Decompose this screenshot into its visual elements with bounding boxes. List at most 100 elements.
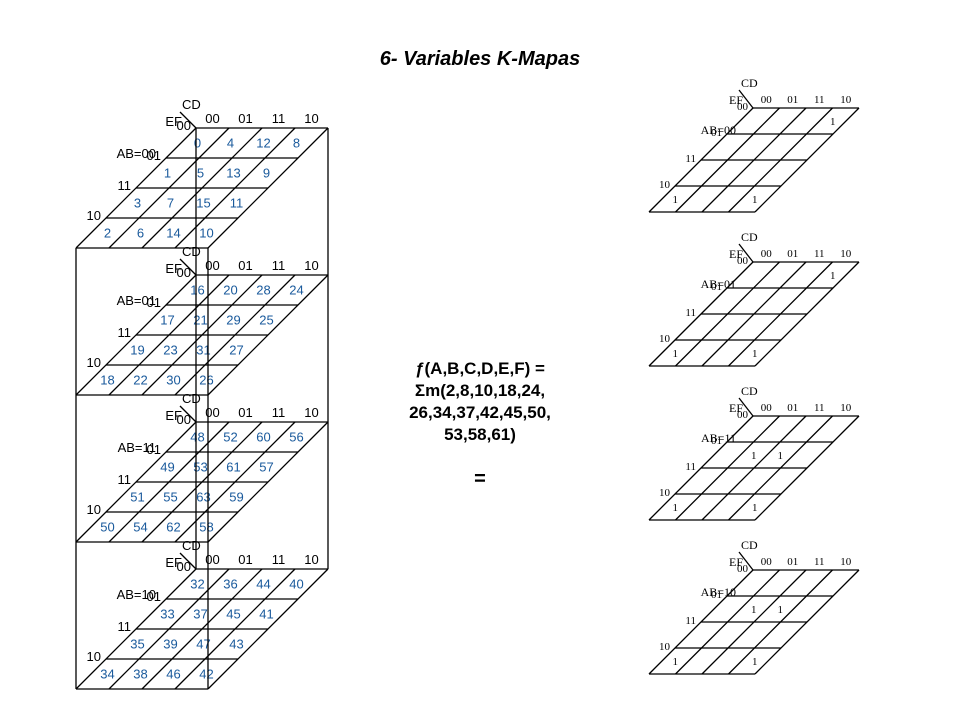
cell-value: 22 [133, 373, 147, 388]
col-code-label: 10 [840, 248, 852, 260]
cell-value: 3 [134, 196, 141, 211]
cell-value: 41 [259, 607, 273, 622]
row-code-label: 00 [737, 563, 749, 575]
col-code-label: 10 [840, 556, 852, 568]
col-code-label: 10 [304, 405, 318, 420]
cell-value: 45 [226, 607, 240, 622]
cell-value: 1 [778, 604, 784, 616]
ef-label: EF [165, 555, 182, 570]
cell-value: 34 [100, 667, 114, 682]
corner-diagonal [179, 111, 197, 129]
cell-value: 21 [193, 313, 207, 328]
cell-value: 2 [104, 226, 111, 241]
cell-value: 36 [223, 577, 237, 592]
row-code-label: 01 [147, 442, 161, 457]
cd-label: CD [182, 391, 201, 406]
corner-diagonal [179, 552, 197, 570]
col-code-label: 11 [272, 258, 286, 273]
grid-col-line [207, 274, 329, 396]
cd-label: CD [182, 244, 201, 259]
grid-col-line [754, 415, 860, 521]
grid-col-line [75, 274, 197, 396]
cell-value: 29 [226, 313, 240, 328]
cd-label: CD [182, 97, 201, 112]
cell-value: 37 [193, 607, 207, 622]
col-code-label: 01 [787, 94, 798, 106]
grid-col-line [108, 274, 230, 396]
grid-col-line [728, 261, 833, 367]
ef-label: EF [165, 408, 182, 423]
grid-col-line [675, 107, 780, 213]
cell-value: 1 [752, 348, 758, 360]
cell-value: 12 [256, 136, 270, 151]
cell-value: 33 [160, 607, 174, 622]
cell-value: 61 [226, 460, 240, 475]
cell-value: 11 [230, 196, 244, 211]
ef-label: EF [729, 401, 743, 415]
col-code-label: 01 [238, 258, 252, 273]
corner-diagonal [179, 405, 197, 423]
cell-value: 39 [163, 637, 177, 652]
grid-col-line [75, 568, 197, 690]
grid-col-line [701, 569, 807, 675]
cell-value: 53 [193, 460, 207, 475]
grid-col-line [75, 127, 197, 249]
col-code-label: 01 [787, 556, 798, 568]
cell-value: 19 [130, 343, 144, 358]
cell-value: 6 [137, 226, 144, 241]
cell-value: 16 [190, 283, 204, 298]
cell-value: 62 [166, 520, 180, 535]
cell-value: 1 [751, 604, 757, 616]
col-code-label: 11 [814, 94, 825, 106]
ab-label: AB=11 [701, 431, 736, 445]
cell-value: 5 [197, 166, 204, 181]
cd-label: CD [182, 538, 201, 553]
cell-value: 43 [229, 637, 243, 652]
col-code-label: 00 [205, 258, 219, 273]
cell-value: 48 [190, 430, 204, 445]
cell-value: 32 [190, 577, 204, 592]
cell-value: 9 [263, 166, 270, 181]
col-code-label: 10 [840, 94, 852, 106]
cell-value: 1 [673, 656, 679, 668]
row-code-label: 00 [177, 265, 191, 280]
page-title: 6- Variables K-Mapas [379, 48, 581, 70]
cell-value: 55 [163, 490, 177, 505]
cell-value: 50 [100, 520, 114, 535]
grid-col-line [108, 127, 230, 249]
row-code-label: 00 [177, 559, 191, 574]
grid-col-line [701, 261, 807, 367]
ef-label: EF [729, 555, 743, 569]
grid-col-line [108, 421, 230, 543]
row-code-label: 01 [711, 589, 722, 601]
row-code-label: 01 [711, 281, 722, 293]
grid-col-line [174, 127, 296, 249]
grid-col-line [728, 569, 833, 675]
row-code-label: 01 [147, 295, 161, 310]
col-code-label: 11 [272, 111, 286, 126]
grid-col-line [754, 569, 860, 675]
row-code-label: 10 [87, 355, 101, 370]
col-code-label: 01 [787, 248, 798, 260]
col-code-label: 11 [814, 402, 825, 414]
cell-value: 42 [199, 667, 213, 682]
ab-label: AB=11 [118, 440, 156, 455]
cell-value: 47 [196, 637, 210, 652]
row-code-label: 11 [118, 619, 132, 634]
row-code-label: 10 [659, 487, 671, 499]
row-code-label: 01 [711, 435, 722, 447]
corner-diagonal [738, 551, 754, 571]
cell-value: 1 [751, 450, 757, 462]
cell-value: 1 [752, 194, 758, 206]
cell-value: 13 [226, 166, 240, 181]
grid-col-line [141, 127, 263, 249]
col-code-label: 00 [761, 556, 773, 568]
col-code-label: 01 [238, 111, 252, 126]
cell-value: 28 [256, 283, 270, 298]
cd-label: CD [741, 230, 758, 244]
grid-col-line [754, 261, 860, 367]
grid-col-line [75, 421, 197, 543]
